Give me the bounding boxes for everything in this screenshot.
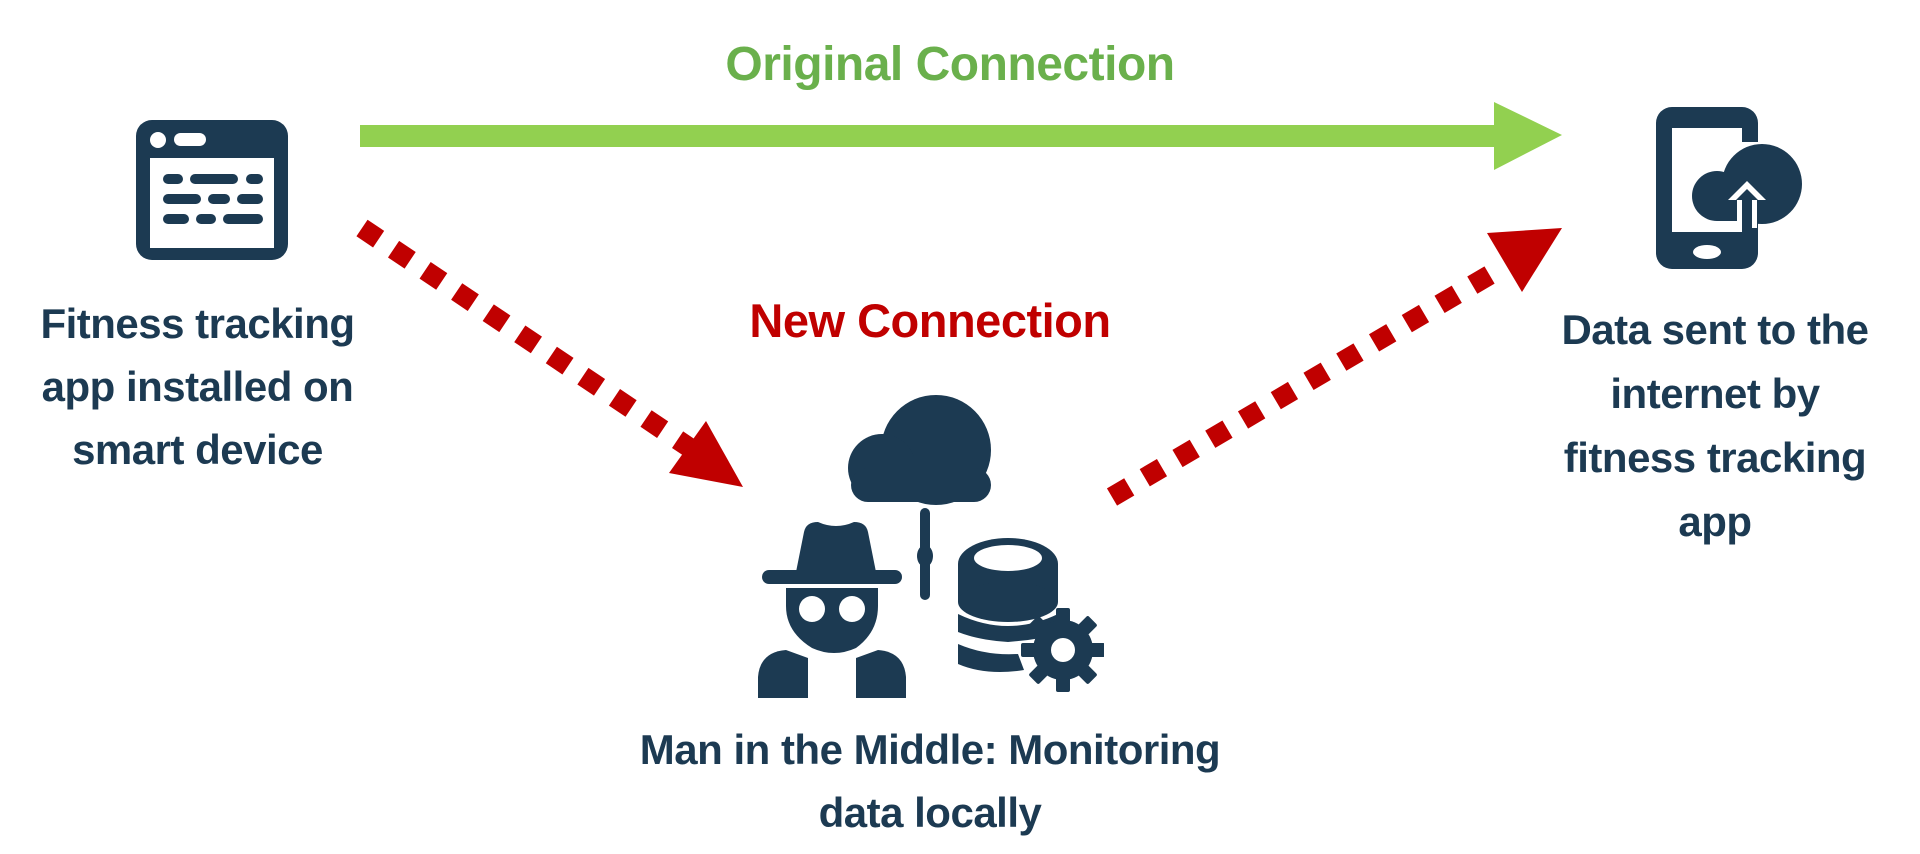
source-to-attacker-dotted-line (356, 219, 696, 457)
phone-cloud-upload-icon (1654, 104, 1808, 272)
attacker-caption-line: data locally (818, 789, 1042, 836)
spy-cloud-database-icon (756, 392, 1104, 698)
edge-source-to-attacker (356, 219, 743, 487)
app-window-icon (134, 118, 290, 262)
new-connection-label: New Connection (749, 294, 1111, 347)
attacker-caption-line: Man in the Middle: Monitoring (639, 726, 1221, 773)
destination-caption-line: Data sent to the (1561, 306, 1869, 353)
edge-attacker-to-destination (1106, 228, 1562, 506)
database-icon (958, 538, 1058, 672)
source-caption-line: app installed on (41, 363, 354, 410)
destination-caption: Data sent to the internet by fitness tra… (1525, 298, 1905, 554)
attacker-to-destination-arrowhead (1487, 228, 1562, 292)
destination-caption-line: app (1678, 498, 1752, 545)
destination-caption-line: fitness tracking (1563, 434, 1867, 481)
edge-original-connection (360, 102, 1562, 170)
destination-caption-line: internet by (1610, 370, 1820, 417)
spy-icon (758, 522, 906, 698)
cloud-icon (848, 395, 991, 600)
source-caption-line: Fitness tracking (40, 300, 355, 347)
attacker-caption: Man in the Middle: Monitoring data local… (560, 718, 1300, 844)
original-connection-label: Original Connection (725, 38, 1175, 91)
original-connection-shaft (360, 125, 1496, 147)
source-caption-line: smart device (72, 426, 323, 473)
source-to-attacker-arrowhead (669, 421, 743, 487)
original-connection-arrowhead (1494, 102, 1562, 170)
gear-icon (1021, 608, 1104, 692)
source-caption: Fitness tracking app installed on smart … (0, 292, 395, 481)
